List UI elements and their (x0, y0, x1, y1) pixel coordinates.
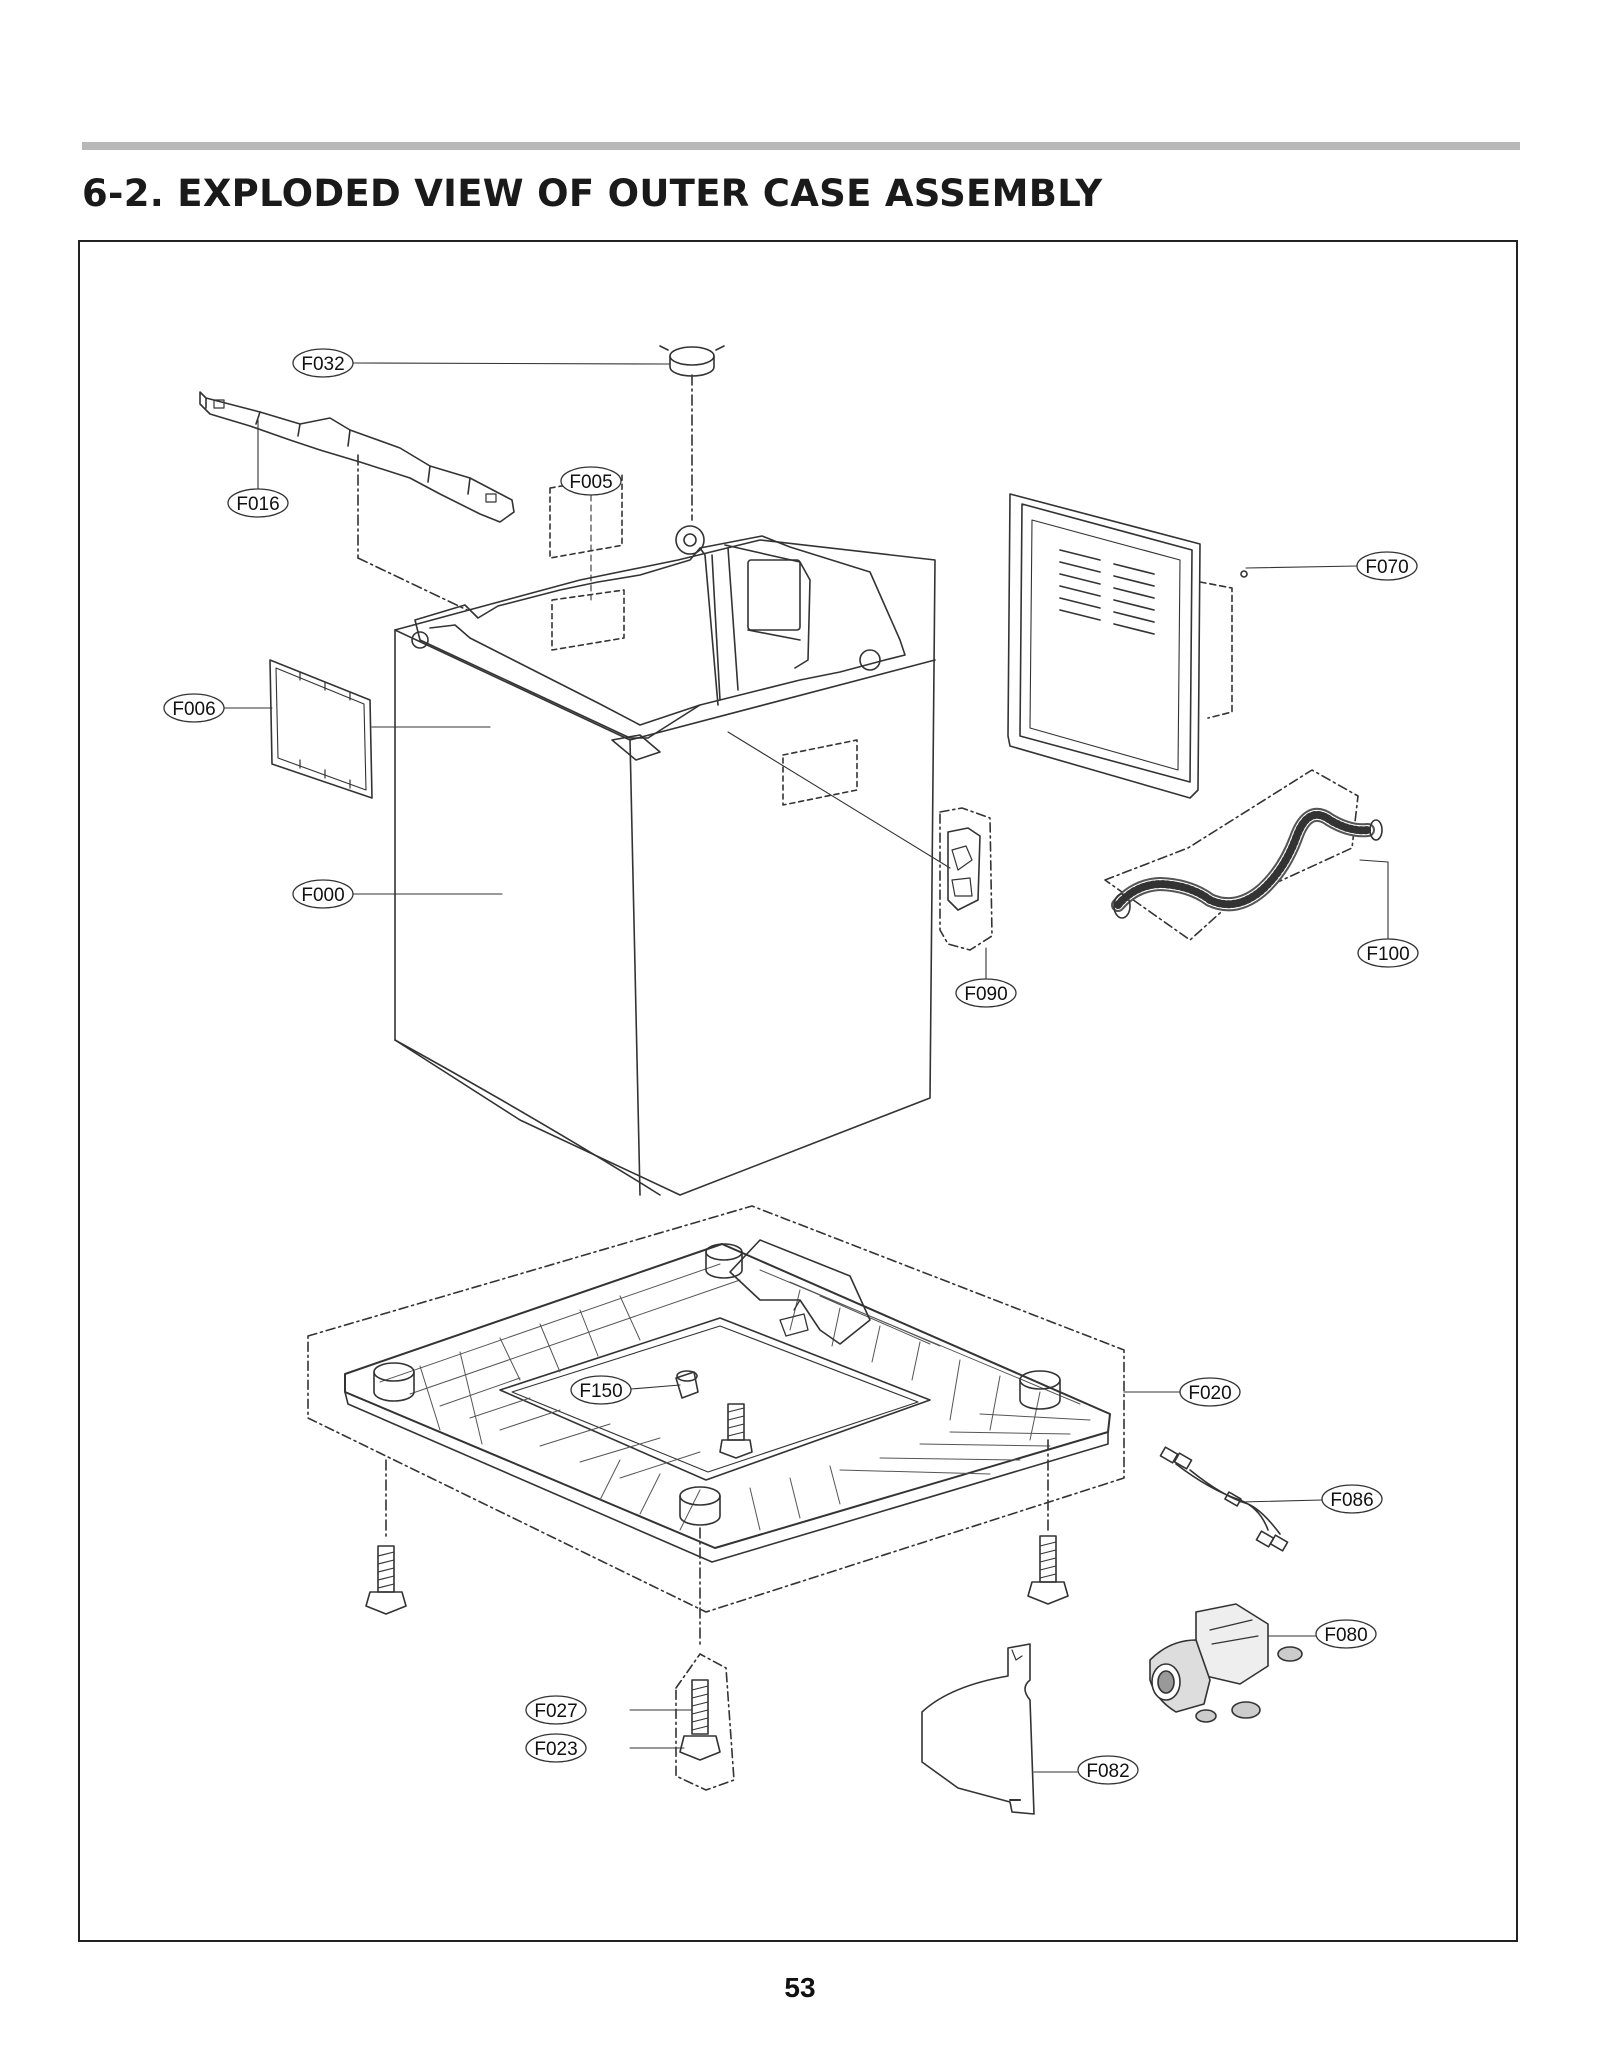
callout-F023: F023 (525, 1733, 587, 1763)
part-F070-back-panel (1007, 493, 1248, 799)
part-F000-cabinet (394, 474, 951, 1196)
page-title: 6-2. EXPLODED VIEW OF OUTER CASE ASSEMBL… (82, 172, 1103, 215)
callout-label-F032: F032 (301, 354, 344, 375)
part-leveling-foot-right (1027, 1439, 1069, 1605)
callout-F032: F032 (292, 348, 671, 378)
callout-label-F005: F005 (569, 472, 612, 493)
callout-label-F100: F100 (1366, 944, 1409, 965)
callout-F020: F020 (1179, 1377, 1241, 1407)
part-F080-pump (1149, 1603, 1317, 1723)
callout-label-F080: F080 (1324, 1625, 1367, 1646)
callout-F080: F080 (1315, 1619, 1377, 1649)
diagram-frame (78, 240, 1518, 1942)
callout-label-F082: F082 (1086, 1761, 1129, 1782)
part-leveling-foot-left (365, 1459, 407, 1615)
callout-label-F150: F150 (579, 1381, 622, 1402)
part-F086-harness (1159, 1446, 1323, 1552)
callout-label-F016: F016 (236, 494, 279, 515)
part-center-bolt (719, 1403, 753, 1459)
callout-F006: F006 (163, 693, 273, 723)
header-rule (82, 142, 1520, 150)
callout-label-F090: F090 (964, 984, 1007, 1005)
part-F032-clamp (659, 345, 725, 521)
callout-F090: F090 (955, 947, 1017, 1008)
callout-F016: F016 (227, 419, 289, 518)
part-F016-bracket (199, 391, 531, 641)
part-F100-hose (1104, 769, 1383, 941)
callout-F005: F005 (551, 466, 625, 651)
callout-F150: F150 (570, 1375, 632, 1405)
callout-F100: F100 (1357, 859, 1419, 968)
part-F020-base (307, 1205, 1181, 1613)
part-F006-panel (269, 659, 491, 799)
callout-label-F070: F070 (1365, 557, 1408, 578)
callout-F070: F070 (1245, 551, 1418, 581)
callout-label-F023: F023 (534, 1739, 577, 1760)
callout-F000: F000 (292, 879, 503, 909)
callout-F082: F082 (1077, 1755, 1139, 1785)
callout-F086: F086 (1321, 1484, 1383, 1514)
callout-label-F000: F000 (301, 885, 344, 906)
callout-label-F020: F020 (1188, 1383, 1231, 1404)
part-F082-cover (921, 1643, 1079, 1815)
part-F090-side-bracket (939, 807, 993, 951)
callout-label-F006: F006 (172, 699, 215, 720)
part-F027-F023-foot (629, 1527, 735, 1791)
page-number: 53 (784, 1972, 816, 2003)
callout-F027: F027 (525, 1695, 587, 1725)
part-F150-plug (630, 1370, 699, 1399)
callout-label-F086: F086 (1330, 1490, 1373, 1511)
callout-label-F027: F027 (534, 1701, 577, 1722)
